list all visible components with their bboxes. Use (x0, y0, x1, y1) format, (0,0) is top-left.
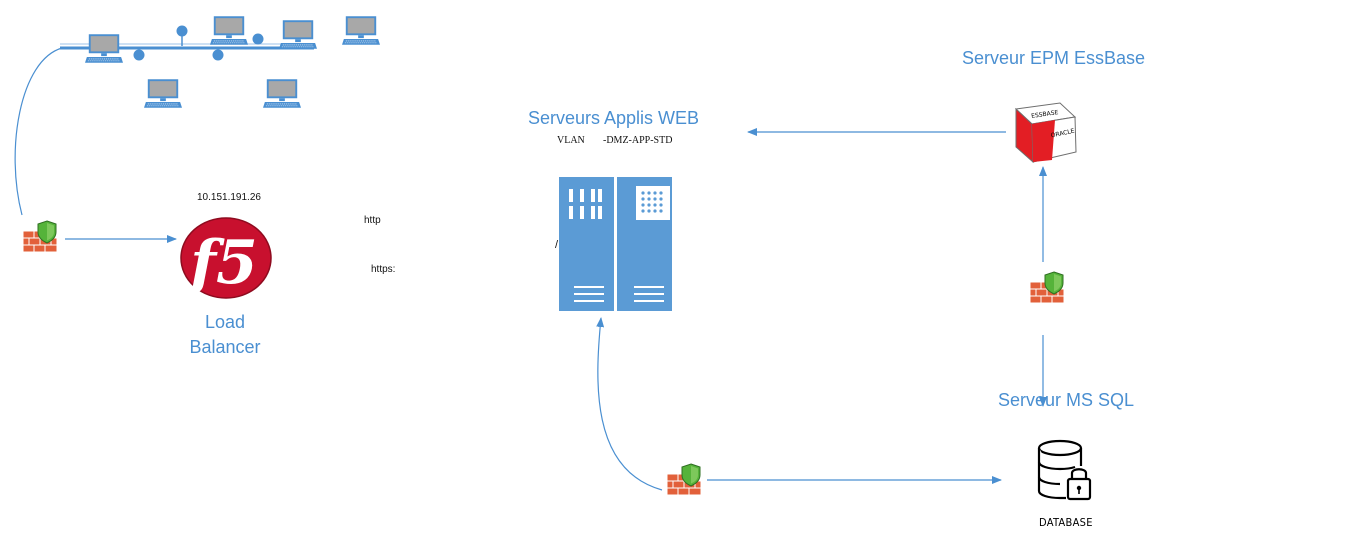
essbase-logo-side-text: ORACLE (1050, 128, 1075, 140)
firewall-to-web-link (596, 317, 663, 491)
network-node-icon (212, 49, 224, 61)
database-lock-icon (1037, 439, 1092, 501)
web-servers-title: Serveurs Applis WEB (528, 108, 700, 128)
vlan-prefix-label: VLAN (557, 135, 585, 146)
computer-icon (263, 78, 301, 109)
computer-icon (210, 15, 248, 46)
server-rack-icon (559, 177, 672, 311)
load-balancer-title: Load Balancer (175, 310, 275, 360)
essbase-cube-icon: ESSBASE ORACLE (1014, 102, 1077, 164)
http-label: http (364, 215, 381, 226)
computer-icon (85, 33, 123, 64)
lan-to-firewall-link (14, 47, 63, 216)
https-label: https: (371, 264, 396, 275)
mssql-server-title: Serveur MS SQL (998, 390, 1135, 410)
firewall-icon (1029, 271, 1065, 304)
f5-load-balancer-icon: f5 (180, 217, 272, 299)
load-balancer-line2: Balancer (189, 337, 261, 357)
network-node-icon (176, 25, 188, 37)
f5-logo-text: f5 (186, 228, 258, 298)
load-balancer-line1: Load (204, 312, 246, 332)
database-caption: DATABASE (1039, 516, 1093, 529)
slash-mark: / (555, 239, 559, 251)
firewall-icon (666, 463, 702, 496)
essbase-logo-top-text: ESSBASE (1031, 109, 1059, 120)
lb-ip-label: 10.151.191.26 (197, 192, 261, 203)
computer-icon (279, 19, 317, 50)
network-node-icon (133, 49, 145, 61)
vlan-name-label: -DMZ-APP-STD (603, 135, 673, 146)
computer-icon (342, 15, 380, 46)
lan-cluster (60, 15, 380, 109)
firewall-icon (22, 220, 58, 253)
epm-server-title: Serveur EPM EssBase (962, 48, 1146, 68)
computer-icon (144, 78, 182, 109)
network-node-icon (252, 33, 264, 45)
